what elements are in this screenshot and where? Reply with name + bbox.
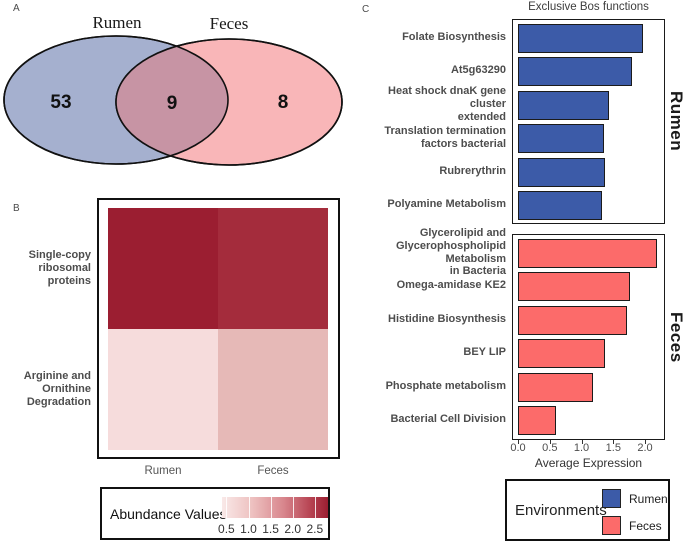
x-tickmark-4: [645, 440, 646, 444]
heatmap-col-label-rumen: Rumen: [144, 465, 182, 477]
bar-label-feces-4: Phosphate metabolism: [385, 379, 506, 392]
heatmap-col-label-feces: Feces: [257, 465, 289, 477]
legend-label-rumen: Rumen: [629, 491, 668, 506]
bar-label-rumen-3: Translation termination factors bacteria…: [384, 124, 506, 150]
x-ticklabel-3: 1.5: [605, 442, 621, 454]
abundance-tickmark-0: [226, 497, 228, 518]
venn-overlap-count: 9: [167, 93, 178, 114]
bar-feces-4: [518, 372, 593, 402]
abundance-tickmark-2: [270, 497, 272, 518]
abundance-ticklabel-0: 0.5: [218, 522, 235, 536]
x-ticklabel-1: 0.5: [542, 442, 558, 454]
bar-rumen-1: [518, 57, 633, 87]
bar-feces-1: [518, 272, 630, 302]
venn-overlap-region: [116, 39, 228, 164]
abundance-legend-box: Abundance Values 0.5 1.0 1.5 2.0 2.5: [100, 487, 330, 540]
venn-right-outline: [115, 38, 343, 166]
bar-label-rumen-4: Rubrerythrin: [439, 164, 506, 177]
panel-a-label: A: [13, 3, 20, 14]
heatmap-cell-r1-c0: [108, 329, 218, 450]
bar-label-rumen-2: Heat shock dnaK gene cluster extended: [388, 84, 506, 123]
legend-swatch-feces: [602, 516, 621, 535]
bar-chart-title: Exclusive Bos functions: [528, 1, 649, 13]
x-tickmark-1: [549, 440, 551, 444]
bar-feces-0: [518, 239, 658, 268]
bar-label-feces-3: BEY LIP: [463, 346, 506, 359]
abundance-ticklabel-4: 2.5: [306, 522, 324, 536]
abundance-ticklabel-1: 1.0: [240, 522, 257, 536]
abundance-tickmark-4: [314, 497, 316, 518]
legend-swatch-rumen: [602, 489, 621, 508]
bar-feces-5: [518, 406, 557, 435]
heatmap-cells: [99, 200, 338, 457]
environments-legend-box: Environments Rumen Feces: [505, 479, 670, 541]
x-tickmark-2: [581, 440, 583, 444]
panel-b-label: B: [13, 203, 20, 214]
bar-label-feces-2: Histidine Biosynthesis: [388, 312, 506, 325]
bar-rumen-2: [518, 90, 609, 120]
bar-feces-2: [518, 305, 628, 335]
x-tickmark-0: [518, 440, 519, 444]
abundance-ticklabel-3: 2.0: [284, 522, 302, 536]
bar-label-feces-0: Glycerolipid and Glycerophospholipid Met…: [395, 226, 506, 278]
bar-rumen-0: [518, 24, 644, 53]
bar-rumen-4: [518, 157, 605, 187]
facet-plot-rumen: [512, 19, 665, 224]
x-ticklabel-2: 1.0: [573, 442, 590, 454]
abundance-tickmark-1: [248, 497, 250, 518]
abundance-legend-title: Abundance Values: [110, 505, 227, 522]
abundance-ticklabel-2: 1.5: [262, 522, 279, 536]
bar-label-rumen-0: Folate Biosynthesis: [402, 31, 506, 44]
bar-rumen-5: [518, 191, 602, 220]
x-axis-title: Average Expression: [534, 456, 643, 470]
bar-rumen-3: [518, 124, 605, 154]
x-tickmark-3: [613, 440, 615, 444]
facet-plot-feces: [512, 234, 665, 440]
facet-strip-feces: Feces: [667, 311, 685, 363]
x-ticklabel-0: 0.0: [510, 442, 526, 454]
venn-right-title: Feces: [210, 14, 249, 33]
heatmap-cell-r0-c0: [108, 208, 218, 329]
bar-feces-3: [518, 339, 605, 369]
facet-labels-feces: Glycerolipid and Glycerophospholipid Met…: [360, 226, 506, 440]
abundance-tickmark-3: [292, 497, 294, 518]
venn-left-count: 53: [50, 92, 71, 113]
heatmap-box: [97, 198, 340, 459]
bar-label-rumen-1: At5g63290: [450, 64, 506, 77]
panel-c-label: C: [362, 4, 370, 15]
heatmap-cell-r0-c1: [218, 208, 328, 329]
x-ticklabel-4: 2.0: [637, 442, 653, 454]
legend-label-feces: Feces: [629, 518, 662, 533]
venn-left-outline: [3, 35, 229, 165]
venn-left-title: Rumen: [92, 13, 142, 32]
abundance-ticks: 0.5 1.0 1.5 2.0 2.5: [102, 489, 328, 538]
venn-right-count: 8: [278, 92, 289, 113]
bar-label-feces-5: Bacterial Cell Division: [390, 413, 506, 426]
facet-strip-rumen: Rumen: [667, 91, 685, 152]
heatmap-row-label-1: Single-copy ribosomal proteins: [28, 249, 91, 287]
environments-legend-title: Environments: [515, 501, 607, 519]
venn-diagram: Rumen Feces 53 9 8: [3, 13, 343, 166]
bar-label-feces-1: Omega-amidase KE2: [396, 279, 506, 292]
x-axis-ticks: 0.0 0.5 1.0 1.5 2.0: [510, 440, 665, 455]
bar-label-rumen-5: Polyamine Metabolism: [387, 198, 506, 211]
heatmap-cell-r1-c1: [218, 329, 328, 450]
heatmap-row-label-2: Arginine and Ornithine Degradation: [23, 370, 91, 408]
